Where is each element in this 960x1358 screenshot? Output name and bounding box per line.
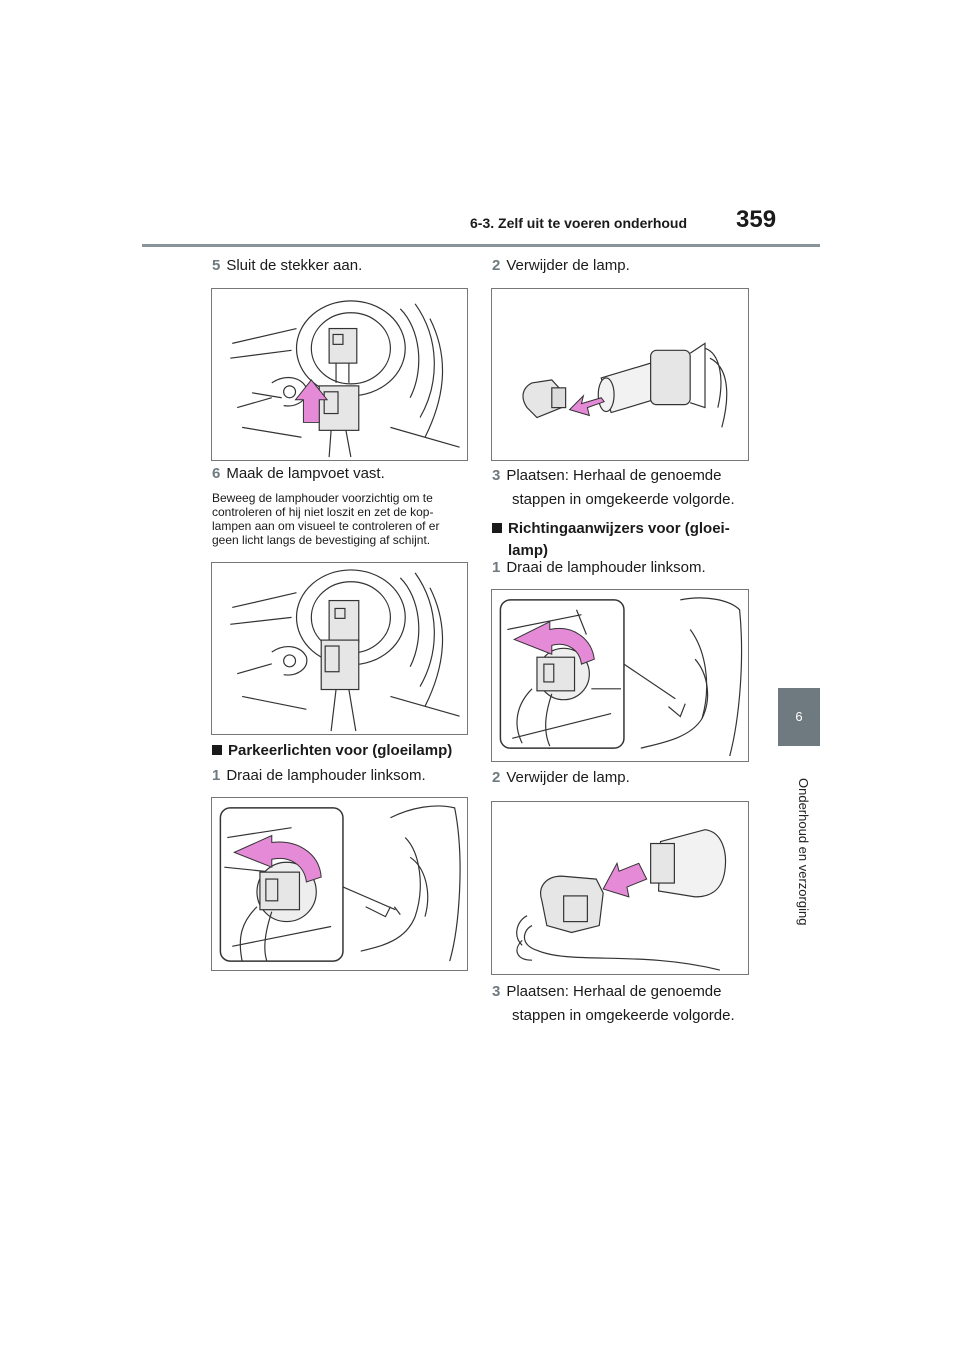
section-title: 6-3. Zelf uit te voeren onderhoud	[470, 215, 688, 231]
illustration-connect-plug	[211, 288, 468, 461]
step-number: 3	[492, 983, 501, 1000]
step-text: Sluit de stekker aan.	[226, 257, 363, 274]
step-2: 2 Verwijder de lamp.	[492, 256, 630, 276]
chapter-tab: 6	[778, 688, 820, 746]
illustration-fix-lamp-base	[211, 562, 468, 735]
illustration-remove-bulb	[491, 288, 749, 461]
indicators-heading-continued: lamp)	[508, 542, 549, 559]
indicators-heading: Richtingaanwijzers voor (gloei-	[492, 518, 730, 540]
indicator-step-2: 2 Verwijder de lamp.	[492, 768, 630, 788]
step-3-continued: stappen in omgekeerde volgorde.	[512, 491, 735, 508]
step-number: 3	[492, 467, 501, 484]
indicator-step-3-continued: stappen in omgekeerde volgorde.	[512, 1007, 735, 1024]
illustration-indicator-twist	[491, 589, 749, 762]
header-rule	[142, 244, 820, 247]
check-note: Beweeg de lamphouder voorzichtig om te c…	[212, 491, 440, 547]
step-3: 3 Plaatsen: Herhaal de genoemde	[492, 466, 722, 486]
step-text: Draai de lamphouder linksom.	[506, 559, 706, 576]
step-number: 2	[492, 257, 501, 274]
step-number: 6	[212, 465, 221, 482]
step-text: Maak de lampvoet vast.	[226, 465, 385, 482]
heading-bullet	[492, 523, 502, 533]
chapter-title: Onderhoud en verzorging	[796, 778, 811, 926]
step-text: Plaatsen: Herhaal de genoemde	[506, 983, 722, 1000]
indicator-step-1: 1 Draai de lamphouder linksom.	[492, 558, 706, 578]
illustration-indicator-remove	[491, 801, 749, 975]
illustration-parking-twist	[211, 797, 468, 971]
parking-step-1: 1 Draai de lamphouder linksom.	[212, 766, 426, 786]
heading-text: Parkeerlichten voor (gloeilamp)	[228, 742, 453, 759]
step-number: 5	[212, 257, 221, 274]
page-number: 359	[736, 206, 777, 233]
indicator-step-3: 3 Plaatsen: Herhaal de genoemde	[492, 982, 722, 1002]
step-text: Draai de lamphouder linksom.	[226, 767, 426, 784]
parking-lights-heading: Parkeerlichten voor (gloeilamp)	[212, 740, 452, 762]
heading-text: Richtingaanwijzers voor (gloei-	[508, 520, 730, 537]
step-text: Verwijder de lamp.	[506, 257, 630, 274]
heading-bullet	[212, 745, 222, 755]
step-5: 5 Sluit de stekker aan.	[212, 256, 362, 276]
step-text: Plaatsen: Herhaal de genoemde	[506, 467, 722, 484]
step-number: 1	[212, 767, 221, 784]
step-6: 6 Maak de lampvoet vast.	[212, 464, 385, 484]
step-text: Verwijder de lamp.	[506, 769, 630, 786]
step-number: 2	[492, 769, 501, 786]
step-number: 1	[492, 559, 501, 576]
